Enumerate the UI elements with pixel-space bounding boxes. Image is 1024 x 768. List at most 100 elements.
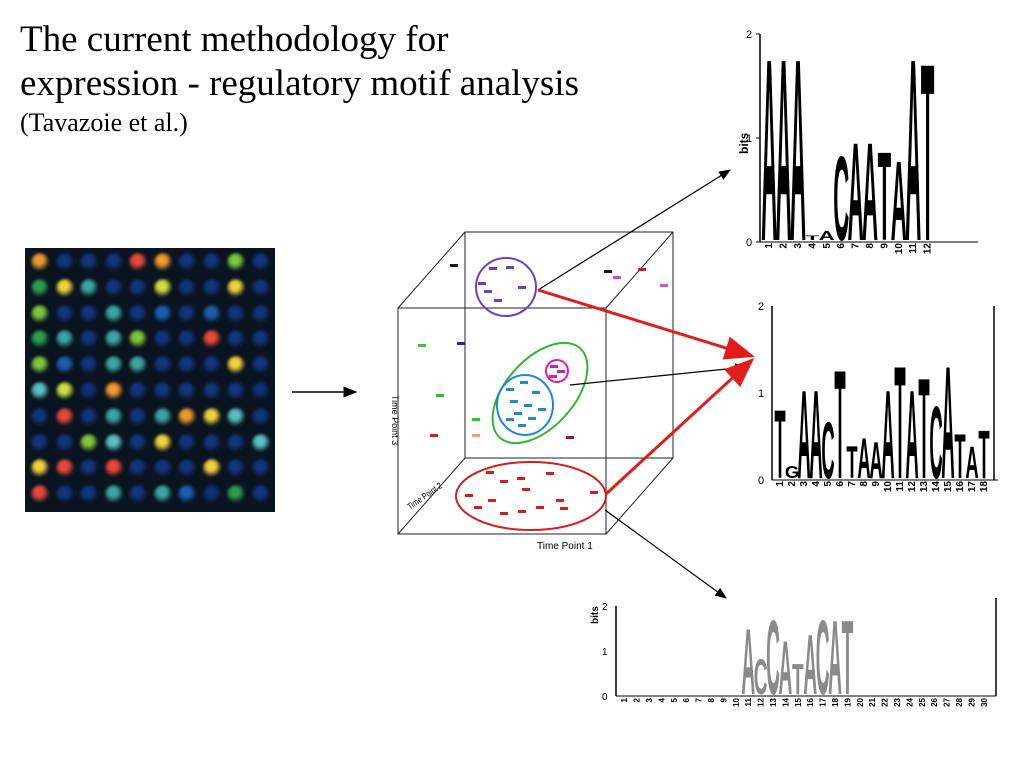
logo-position-label: 6: [835, 481, 846, 487]
microarray-spot: [251, 407, 270, 426]
microarray-spot: [104, 382, 123, 400]
logo-position-label: 16: [955, 481, 966, 493]
logo-letter: A: [848, 114, 864, 264]
logo-position-label: 17: [967, 481, 978, 493]
microarray-spot: [31, 382, 49, 400]
logo-position-label: 15: [794, 697, 803, 706]
logo-position-label: 8: [859, 481, 870, 487]
microarray-spot: [104, 433, 123, 452]
microarray-spot: [129, 356, 147, 375]
logo-letter: A: [905, 365, 918, 496]
microarray-spot: [129, 407, 147, 426]
logo-bottom-ytick-2: 2: [602, 602, 608, 613]
microarray-spot: [178, 459, 196, 478]
microarray-spot: [251, 278, 270, 297]
logo-position-label: 12: [757, 697, 766, 706]
logo-letter: A: [761, 26, 777, 264]
logo-position-label: 24: [905, 697, 914, 706]
logo-position-label: 5: [822, 243, 833, 249]
logo-letter: A: [862, 114, 878, 264]
logo-letter: A: [797, 365, 810, 496]
logo-position-label: 9: [719, 697, 728, 702]
logo-position-label: 13: [919, 481, 930, 493]
logo-letter: C: [929, 385, 942, 496]
scatter-points: [418, 264, 668, 439]
logo-position-label: 19: [843, 697, 852, 706]
microarray-spot: [80, 407, 98, 426]
logo-letter: A: [941, 335, 954, 496]
logo-position-label: 16: [806, 697, 815, 706]
microarray-spot: [31, 330, 49, 349]
microarray-spot: [80, 382, 98, 400]
microarray-spot: [31, 407, 49, 426]
logo-letter: T: [774, 390, 785, 496]
logo-position-label: 11: [895, 481, 906, 492]
microarray-spot: [251, 433, 270, 452]
microarray-spot: [178, 330, 196, 349]
logo-position-label: 29: [967, 697, 976, 706]
cluster-red: [455, 461, 607, 531]
microarray-spot: [227, 382, 245, 400]
microarray-spot: [227, 304, 245, 323]
logo-top-ylabel: bits: [737, 132, 751, 154]
microarray-spot: [153, 330, 172, 349]
microarray-spot: [104, 356, 123, 375]
logo-position-label: 11: [744, 697, 753, 706]
axis-label-time-point-1: Time Point 1: [537, 541, 593, 552]
logo-letter: A: [809, 365, 822, 496]
logo-letter: A: [790, 26, 806, 264]
microarray-spot: [227, 459, 245, 478]
microarray-spot: [104, 253, 123, 271]
microarray-spot: [80, 330, 98, 349]
microarray-spot: [31, 485, 49, 504]
logo-letter: A: [779, 625, 793, 710]
logo-bottom-ytick-1: 1: [602, 647, 608, 658]
logo-letter: A: [891, 139, 907, 264]
logo-letter: G: [785, 463, 799, 482]
arrow-to-bottom-logo: [604, 509, 727, 599]
microarray-spot: [153, 459, 172, 478]
microarray-spot: [178, 433, 196, 452]
logo-position-label: 11: [908, 243, 919, 254]
logo-position-label: 18: [979, 481, 990, 493]
logo-position-label: 18: [831, 697, 840, 706]
logo-letter: A: [741, 611, 755, 714]
logo-letter: C: [821, 406, 834, 496]
microarray-spot: [178, 304, 196, 323]
microarray-spot: [178, 485, 196, 504]
logo-bottom-ylabel: bits: [590, 606, 601, 624]
logo-letter: T: [894, 335, 905, 496]
microarray-spot: [227, 485, 245, 504]
logo-position-label: 25: [918, 697, 927, 706]
microarray-spot: [227, 253, 245, 271]
logo-letter: T: [978, 415, 989, 493]
logo-position-label: 2: [633, 697, 642, 702]
logo-position-label: 3: [799, 481, 810, 487]
microarray-spot: [227, 278, 245, 297]
axis-label-time-point-3: Time Point 3: [390, 395, 400, 445]
microarray-spot: [129, 278, 147, 297]
logo-letter: C: [766, 599, 780, 714]
microarray-spot: [153, 253, 172, 271]
logo-top-ytick-0: 0: [746, 237, 752, 249]
logo-position-label: 10: [894, 243, 905, 255]
microarray-spot: [129, 330, 147, 349]
microarray-spot: [80, 278, 98, 297]
logo-position-label: 12: [923, 243, 934, 255]
microarray-spot: [129, 253, 147, 271]
microarray-spot: [153, 407, 172, 426]
microarray-spot: [55, 459, 74, 478]
microarray-spot: [178, 278, 196, 297]
logo-letter: C: [754, 649, 768, 704]
logo-position-label: 1: [764, 243, 775, 249]
red-arrow-red-to-middle: [604, 357, 755, 496]
logo-position-label: 23: [893, 697, 902, 706]
logo-letter: A: [776, 26, 792, 264]
